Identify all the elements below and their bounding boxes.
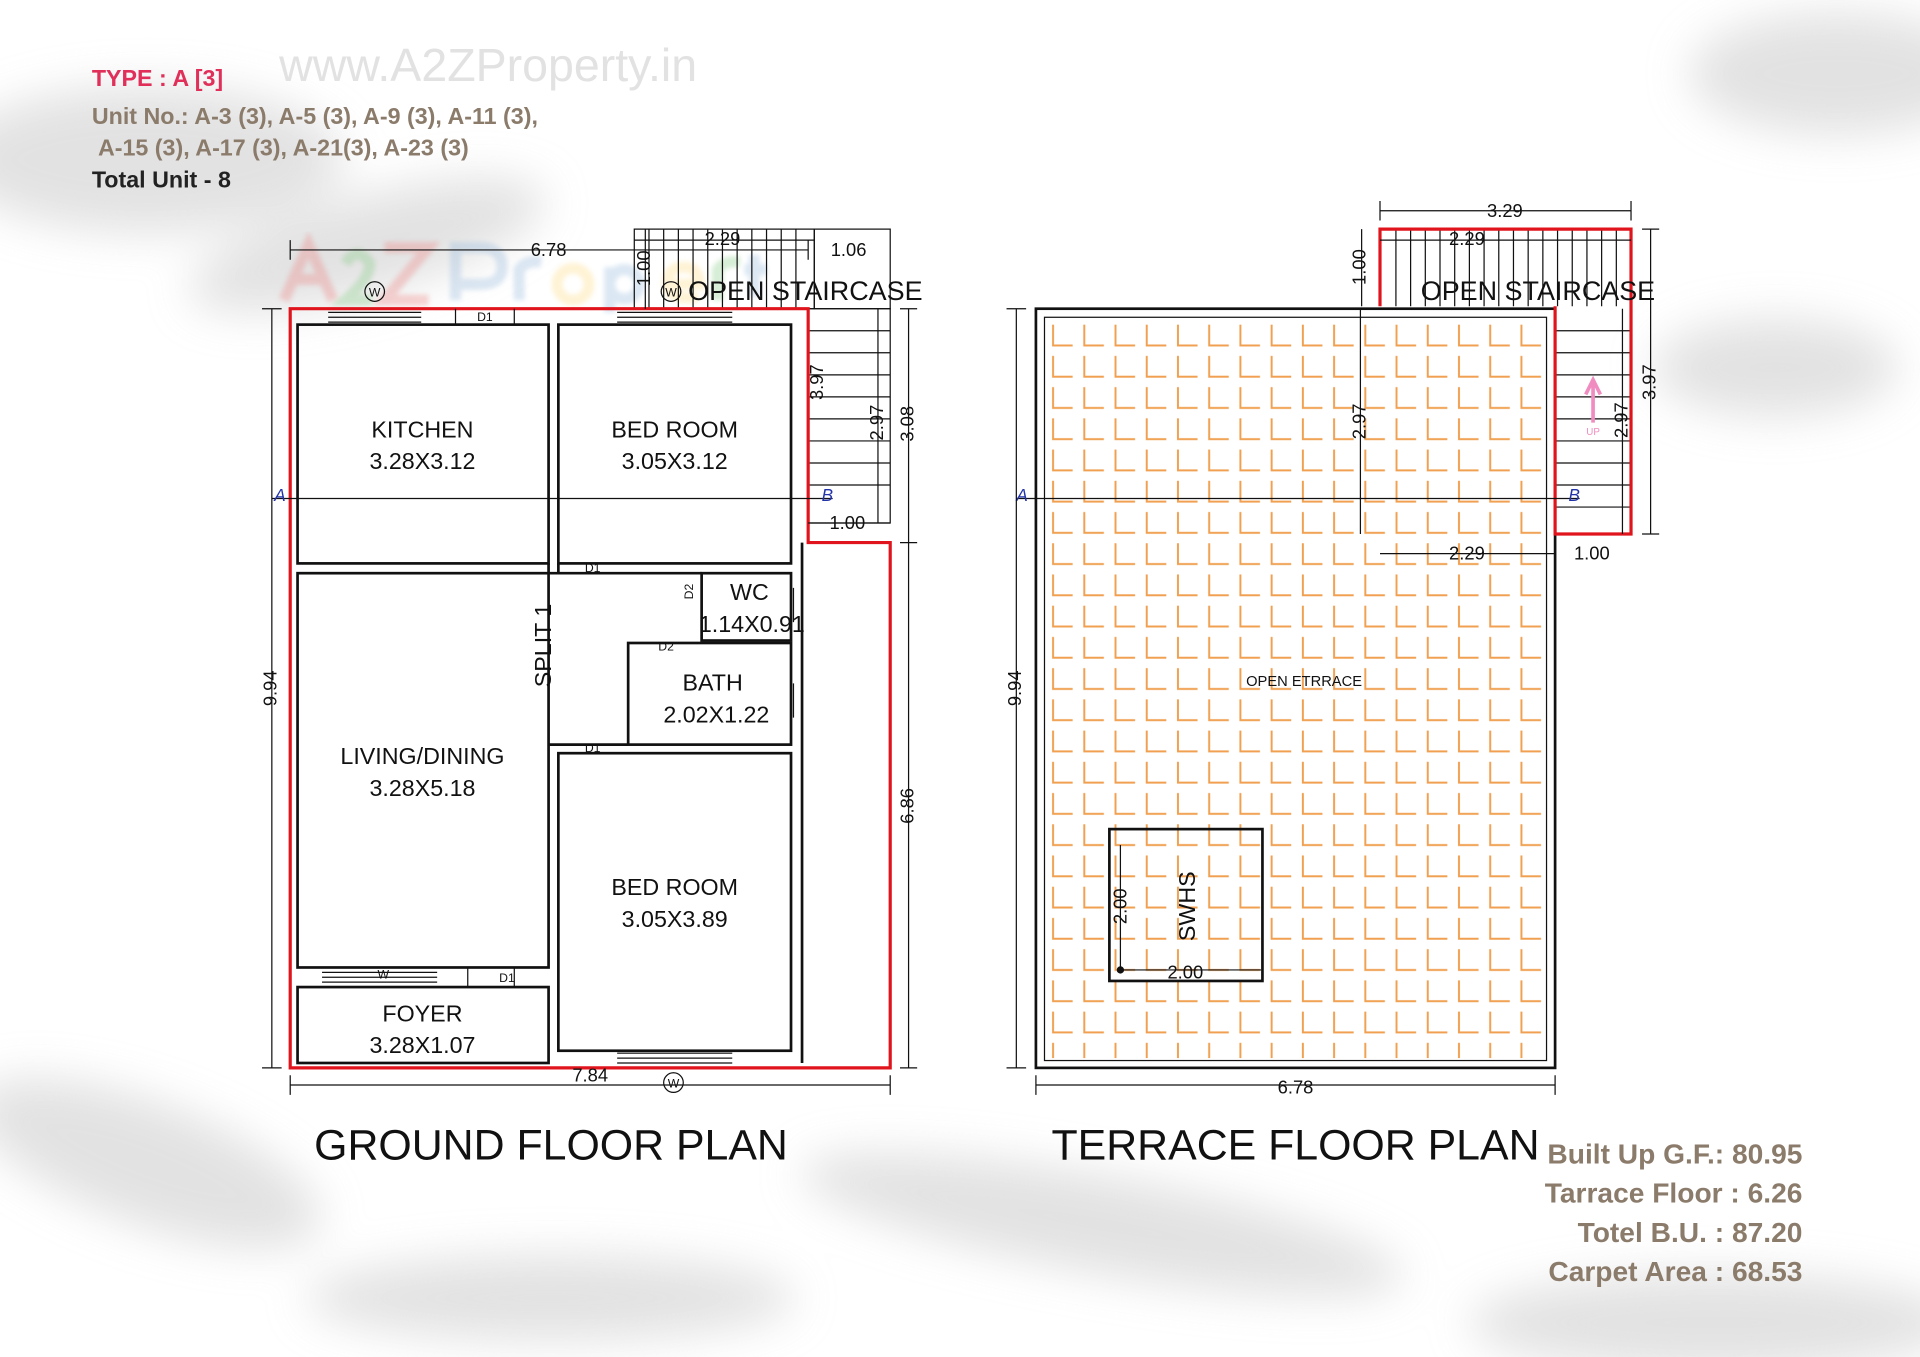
stat-total-bu: Totel B.U. : 87.20: [1578, 1217, 1803, 1248]
unit-list-line-1: Unit No.: A-3 (3), A-5 (3), A-9 (3), A-1…: [92, 103, 538, 129]
unit-list-line-2: A-15 (3), A-17 (3), A-21(3), A-23 (3): [98, 135, 469, 161]
room-size-bedroom-1: 3.05X3.12: [622, 448, 728, 474]
room-name-bedroom-1: BED ROOM: [611, 416, 738, 442]
room-size-bath: 2.02X1.22: [663, 702, 769, 728]
door-label: D2: [658, 639, 674, 653]
terrace-parapet: [1043, 316, 1548, 1062]
terrace-label: OPEN ETRRACE: [1246, 674, 1362, 690]
background-texture: [0, 12, 1920, 1357]
staircase-label: OPEN STAIRCASE: [688, 276, 922, 306]
dim-bottom: 6.78: [1278, 1077, 1314, 1098]
swhs-label: SWHS: [1174, 871, 1200, 941]
dim-swhs-w: 2.00: [1167, 962, 1203, 983]
section-label-b: B: [1569, 485, 1580, 505]
room-name-bedroom-2: BED ROOM: [611, 874, 738, 900]
room-name-bath: BATH: [683, 670, 743, 696]
split-label: SPLIT 1: [530, 604, 556, 688]
dim-right-lower: 6.86: [896, 788, 917, 824]
door-label: D1: [499, 971, 515, 985]
dim-stair-depth: 1.00: [1348, 249, 1369, 285]
stat-carpet-area: Carpet Area : 68.53: [1548, 1256, 1802, 1287]
watermark-url: www.A2ZProperty.in: [278, 39, 697, 91]
dim-stair-depth: 1.00: [633, 250, 654, 286]
ground-boundary: [288, 307, 892, 1070]
up-label: UP: [1586, 427, 1600, 438]
dim-stair-landing: 1.06: [831, 239, 867, 260]
ground-dimension-lines: [262, 229, 918, 1095]
dim-stair-flight: 3.97: [806, 364, 827, 400]
dim-bottom: 7.84: [572, 1064, 608, 1085]
window-marker: W: [665, 285, 677, 299]
door-label: D1: [585, 561, 601, 575]
dim-stair-side: 1.00: [829, 512, 865, 533]
terrace-floor-title: TERRACE FLOOR PLAN: [1051, 1122, 1539, 1170]
room-size-bedroom-2: 3.05X3.89: [622, 906, 728, 932]
door-label: D1: [585, 741, 601, 755]
up-arrow-icon: [1584, 375, 1603, 423]
window-marker: W: [668, 1076, 680, 1090]
dim-landing-width: 2.29: [1449, 543, 1485, 564]
terrace-stair-boundary: [1378, 227, 1633, 536]
section-label-a: A: [1015, 485, 1027, 505]
terrace-dimension-lines: [1006, 200, 1660, 1095]
terrace-floor-plan: A B SWHS 2.00 2.00 OPEN ETRRACE OPEN STA…: [1004, 200, 1659, 1170]
window-marker: W: [369, 285, 381, 299]
room-size-kitchen: 3.28X3.12: [369, 448, 475, 474]
dim-swhs-h: 2.00: [1110, 888, 1131, 924]
dim-stair-width: 2.29: [705, 228, 741, 249]
dim-left: 9.94: [260, 670, 281, 706]
dim-left: 9.94: [1004, 670, 1025, 706]
stat-terrace-floor: Tarrace Floor : 6.26: [1545, 1178, 1803, 1209]
room-name-foyer: FOYER: [382, 1000, 462, 1026]
dim-inner-vertical: 2.97: [1348, 403, 1369, 439]
dim-top: 6.78: [531, 239, 567, 260]
ground-floor-plan: W W W W D1 D1 D1 D1 D2 D2 A B KITCHEN 3.…: [260, 228, 923, 1170]
staircase-label: OPEN STAIRCASE: [1421, 276, 1655, 306]
door-label: D1: [477, 310, 493, 324]
room-name-living: LIVING/DINING: [340, 743, 504, 769]
room-size-foyer: 3.28X1.07: [369, 1032, 475, 1058]
dim-stair-inner: 2.97: [866, 405, 887, 441]
stat-built-up-gf: Built Up G.F.: 80.95: [1547, 1138, 1802, 1169]
terrace-tiles: [1048, 320, 1546, 1059]
room-size-living: 3.28X5.18: [369, 775, 475, 801]
logo-watermark: [279, 231, 767, 313]
dim-right: 3.97: [1639, 364, 1660, 400]
room-size-wc: 1.14X0.91: [699, 611, 805, 637]
section-label-a: A: [273, 485, 285, 505]
dim-stair-inner: 2.97: [1610, 402, 1631, 438]
dim-stair-width: 2.29: [1449, 228, 1485, 249]
dim-top: 3.29: [1487, 200, 1523, 221]
room-name-wc: WC: [730, 579, 769, 605]
ground-walls: [296, 323, 804, 1065]
area-stats: Built Up G.F.: 80.95 Tarrace Floor : 6.2…: [1545, 1138, 1803, 1287]
total-units: Total Unit - 8: [92, 166, 231, 192]
ground-floor-title: GROUND FLOOR PLAN: [314, 1122, 788, 1170]
room-name-kitchen: KITCHEN: [371, 416, 473, 442]
window-label: W: [377, 968, 389, 982]
dim-landing-side: 1.00: [1574, 543, 1610, 564]
swhs-box: [1108, 827, 1264, 983]
ground-windows: [322, 308, 795, 1064]
swhs-dim-lines: [1119, 845, 1262, 971]
terrace-outer-wall: [1034, 307, 1557, 1070]
dim-right-upper: 3.08: [896, 406, 917, 442]
section-label-b: B: [822, 485, 833, 505]
door-label: D2: [682, 584, 696, 600]
type-label: TYPE : A [3]: [92, 65, 223, 91]
